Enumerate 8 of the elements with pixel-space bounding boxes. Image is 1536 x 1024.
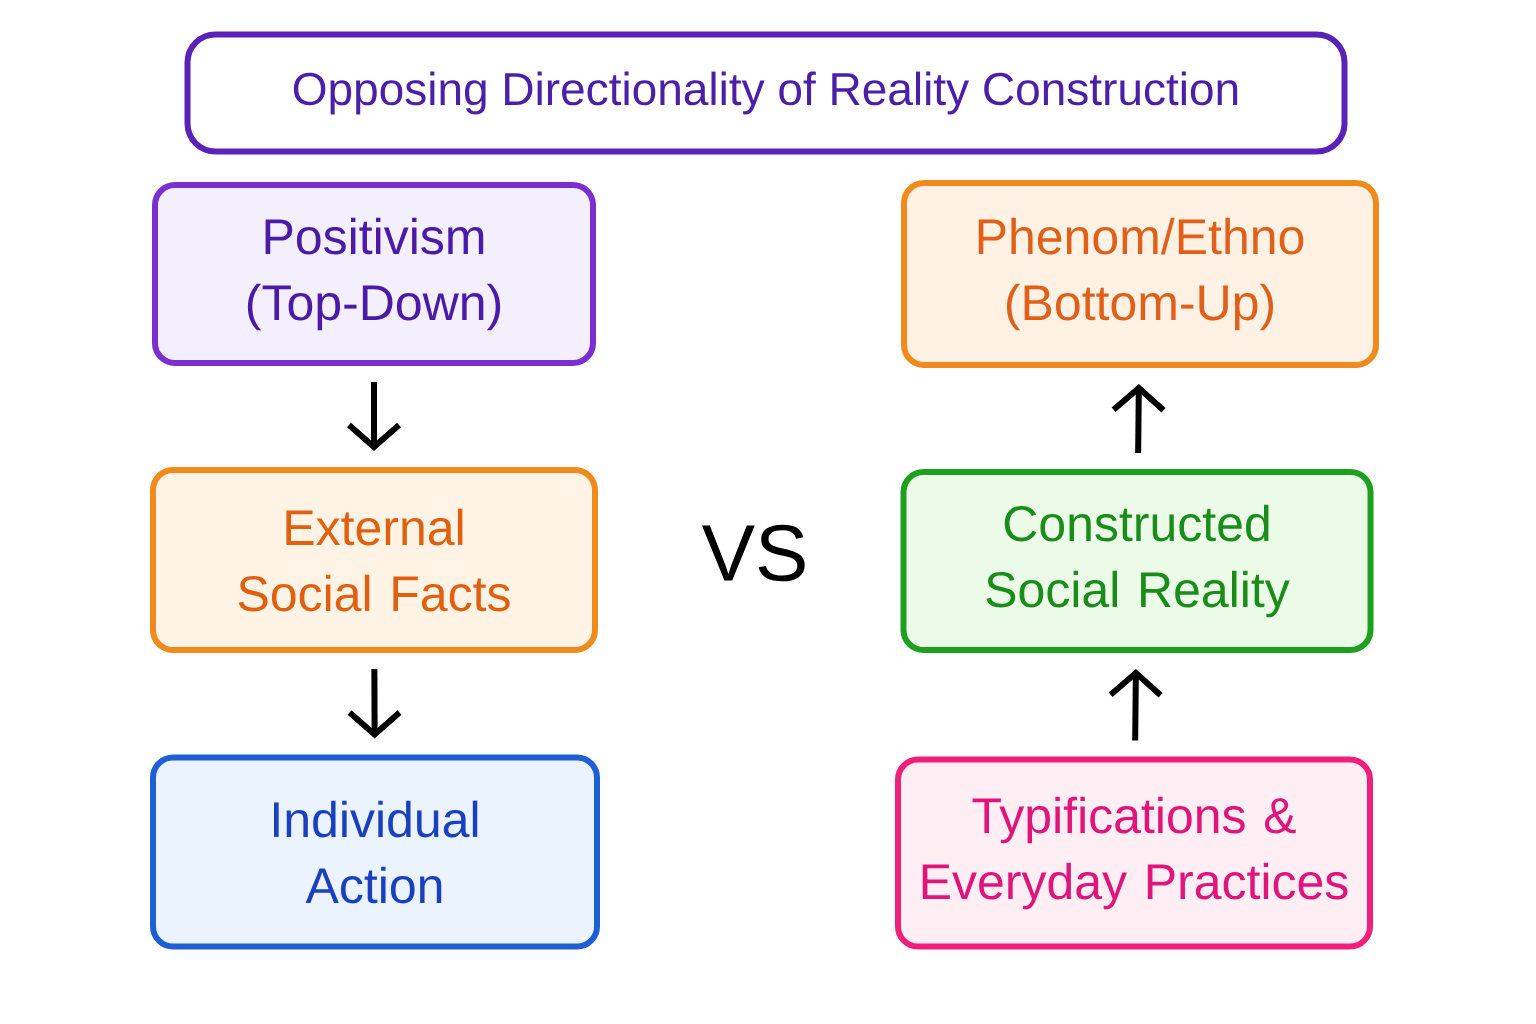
vs-label: VS: [702, 524, 805, 582]
box: Typifications & Everyday Practices: [895, 756, 1373, 950]
box: External Social Facts: [150, 467, 598, 653]
box: Phenom/Ethno (Bottom-Up): [901, 180, 1379, 368]
box: Individual Action: [150, 754, 600, 950]
box: Positivism (Top-Down): [152, 182, 596, 366]
title-box: Opposing Directionality of Reality Construction: [184, 31, 1348, 155]
box: Constructed Social Reality: [900, 469, 1374, 653]
